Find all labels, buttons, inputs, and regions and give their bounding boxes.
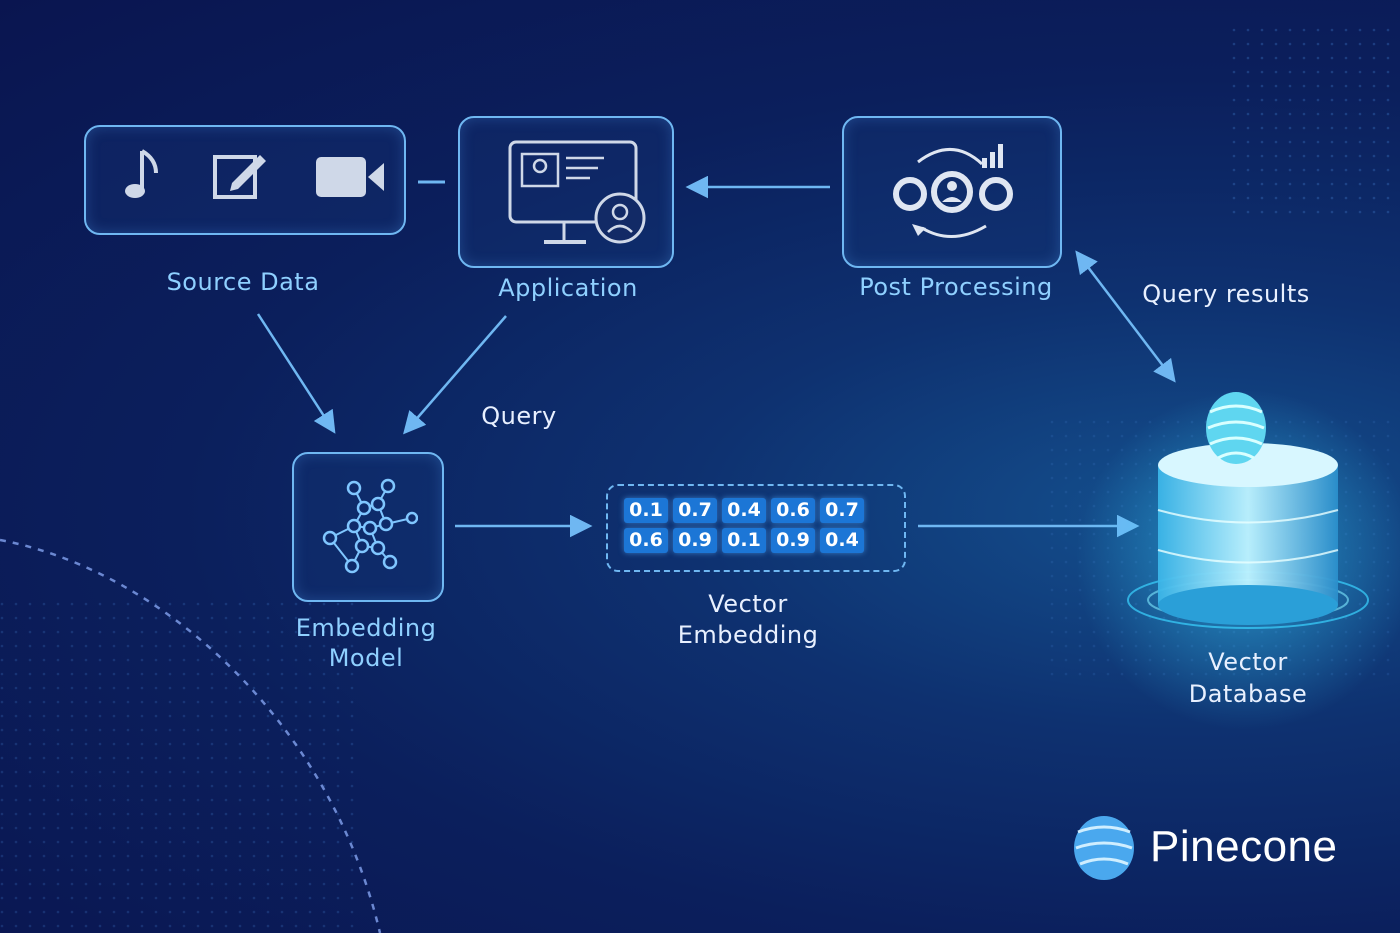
vector-cell: 0.9 <box>771 528 815 553</box>
database-cylinder <box>1157 443 1339 625</box>
vector-cell: 0.6 <box>771 498 815 523</box>
post-processing-label: Post Processing <box>859 273 1053 301</box>
source-data-label: Source Data <box>166 268 320 296</box>
vector-embedding-box <box>606 484 906 572</box>
decorative-arc <box>0 538 382 933</box>
vector-database-label-line1: Vector <box>1208 648 1288 676</box>
post-processing-box <box>842 116 1062 268</box>
query-results-label: Query results <box>1142 280 1310 308</box>
vector-embedding-label-line1: Vector <box>708 590 788 618</box>
arrow-source-to-embedding <box>256 313 336 434</box>
arrow-app-to-embedding <box>403 315 507 435</box>
vector-values-grid: 0.1 0.7 0.4 0.6 0.7 0.6 0.9 0.1 0.9 0.4 <box>624 498 884 553</box>
vector-cell: 0.1 <box>722 528 766 553</box>
pinecone-brand-name: Pinecone <box>1150 822 1338 871</box>
application-label: Application <box>498 274 638 302</box>
source-data-box <box>84 125 406 235</box>
arrow-post-database <box>1075 250 1176 383</box>
embedding-model-box <box>292 452 444 602</box>
dot-field-bottom-left <box>0 600 360 933</box>
query-label: Query <box>481 402 557 430</box>
computer-user-icon <box>508 140 646 244</box>
gears-processing-icon <box>893 144 1013 238</box>
vector-database-label-line2: Database <box>1188 680 1308 708</box>
pinecone-logo-icon <box>1074 816 1134 880</box>
vector-cell: 0.4 <box>722 498 766 523</box>
vector-cell: 0.6 <box>624 528 668 553</box>
video-camera-icon <box>316 157 384 197</box>
vector-cell: 0.1 <box>624 498 668 523</box>
database-pinecone-icon <box>1206 392 1266 464</box>
vector-cell: 0.7 <box>673 498 717 523</box>
embedding-model-label-line1: Embedding <box>295 614 437 642</box>
edit-icon <box>213 155 266 199</box>
application-box <box>458 116 674 268</box>
vector-embedding-label-line2: Embedding <box>677 621 819 649</box>
vector-cell: 0.7 <box>820 498 864 523</box>
music-note-icon <box>125 149 158 198</box>
vector-cell: 0.9 <box>673 528 717 553</box>
neural-network-icon <box>322 478 418 574</box>
embedding-model-label-line2: Model <box>328 644 404 672</box>
vector-cell: 0.4 <box>820 528 864 553</box>
dot-field-top-right <box>1230 20 1400 220</box>
